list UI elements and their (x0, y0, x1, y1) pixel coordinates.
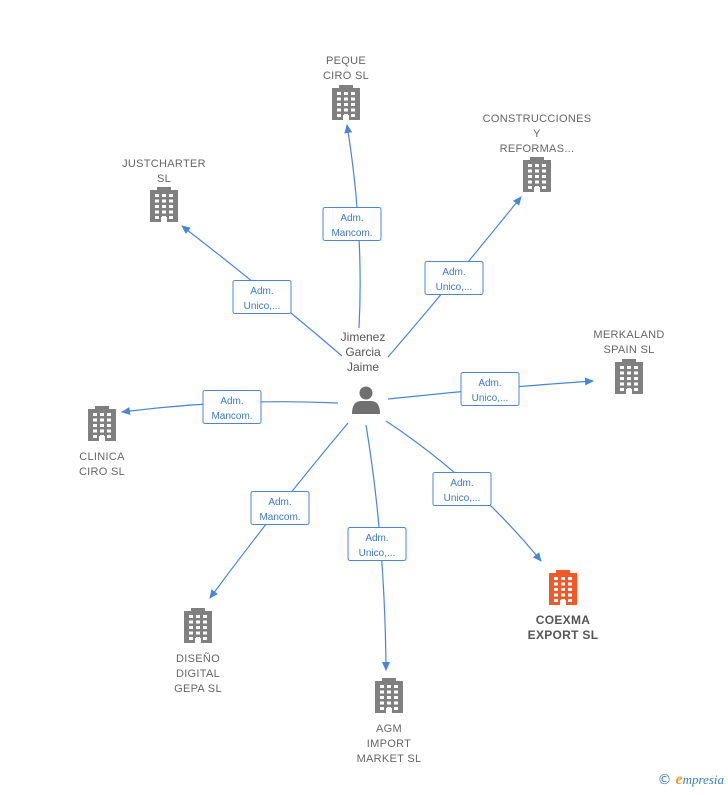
building-icon (332, 85, 360, 120)
brand-rest: mpresia (682, 772, 724, 787)
brand-logo: empresia (675, 771, 724, 789)
role-box (424, 261, 484, 295)
company-name-line: MERKALAND (593, 329, 664, 341)
company-node-clinica-ciro[interactable]: CLINICA CIRO SL (79, 406, 125, 478)
brand-initial: e (675, 771, 683, 788)
center-name-line-3: Jaime (347, 360, 379, 374)
role-text-line: Unico,... (444, 493, 481, 504)
company-name-line: IMPORT (367, 738, 411, 750)
center-person-node[interactable]: Jimenez Garcia Jaime (341, 330, 386, 414)
company-name-line: PEQUE (326, 55, 366, 67)
role-text-line: Unico,... (244, 301, 281, 312)
role-box (460, 372, 520, 406)
company-node-merkaland[interactable]: MERKALAND SPAIN SL (593, 329, 664, 394)
role-text-line: Adm. (220, 396, 243, 407)
building-icon (375, 678, 403, 713)
company-name-line: COEXMA (536, 613, 591, 627)
role-text-line: Unico,... (359, 548, 396, 559)
company-node-agm-import[interactable]: AGM IMPORT MARKET SL (357, 678, 422, 765)
building-icon (150, 187, 178, 222)
company-name-line: DIGITAL (176, 668, 220, 680)
company-name-line: JUSTCHARTER (122, 158, 206, 170)
role-badge-justcharter[interactable]: Adm. Unico,... (232, 280, 292, 314)
company-node-peque-ciro[interactable]: PEQUE CIRO SL (323, 55, 369, 120)
role-text-line: Adm. (250, 286, 273, 297)
role-text-line: Unico,... (472, 393, 509, 404)
company-name-line: CIRO SL (323, 70, 369, 82)
company-node-diseno-digital[interactable]: DISEÑO DIGITAL GEPA SL (174, 608, 222, 695)
role-box (202, 390, 262, 424)
company-name-line: CIRO SL (79, 466, 125, 478)
role-box (232, 280, 292, 314)
role-text-line: Adm. (268, 497, 291, 508)
role-text-line: Mancom. (211, 411, 252, 422)
company-node-construcciones[interactable]: CONSTRUCCIONES Y REFORMAS... (483, 113, 592, 192)
role-badge-diseno-digital[interactable]: Adm. Mancom. (250, 491, 310, 525)
building-icon (615, 359, 643, 394)
company-name-line: REFORMAS... (500, 143, 575, 155)
role-badge-peque-ciro[interactable]: Adm. Mancom. (322, 207, 382, 241)
role-text-line: Adm. (442, 267, 465, 278)
role-text-line: Adm. (450, 478, 473, 489)
role-text-line: Adm. (478, 378, 501, 389)
role-box (322, 207, 382, 241)
role-badge-construcciones[interactable]: Adm. Unico,... (424, 261, 484, 295)
building-icon (549, 570, 577, 605)
company-node-justcharter[interactable]: JUSTCHARTER SL (122, 158, 206, 222)
role-text-line: Adm. (340, 213, 363, 224)
company-name-line: EXPORT SL (528, 628, 599, 642)
building-icon (88, 406, 116, 441)
role-box (250, 491, 310, 525)
center-name-line-1: Jimenez (341, 330, 386, 344)
company-name-line: Y (533, 128, 541, 140)
company-name-line: MARKET SL (357, 753, 422, 765)
role-badge-clinica-ciro[interactable]: Adm. Mancom. (202, 390, 262, 424)
company-name-line: AGM (376, 723, 402, 735)
role-text-line: Unico,... (436, 282, 473, 293)
role-badge-coexma[interactable]: Adm. Unico,... (432, 472, 492, 506)
center-name-line-2: Garcia (345, 345, 381, 359)
company-name-line: SL (157, 173, 171, 185)
building-icon (184, 608, 212, 643)
company-name-line: CONSTRUCCIONES (483, 113, 592, 125)
role-box (347, 527, 407, 561)
role-text-line: Mancom. (331, 228, 372, 239)
company-name-line: SPAIN SL (603, 344, 654, 356)
role-box (432, 472, 492, 506)
copyright-icon: © (657, 772, 672, 788)
company-name-line: GEPA SL (174, 683, 222, 695)
person-icon (352, 386, 380, 414)
role-text-line: Mancom. (259, 512, 300, 523)
footer-brand[interactable]: © empresia (657, 771, 724, 789)
building-icon (523, 157, 551, 192)
company-name-line: DISEÑO (176, 652, 220, 665)
role-badge-agm-import[interactable]: Adm. Unico,... (347, 527, 407, 561)
role-badge-merkaland[interactable]: Adm. Unico,... (460, 372, 520, 406)
company-name-line: CLINICA (79, 451, 125, 463)
role-text-line: Adm. (365, 533, 388, 544)
